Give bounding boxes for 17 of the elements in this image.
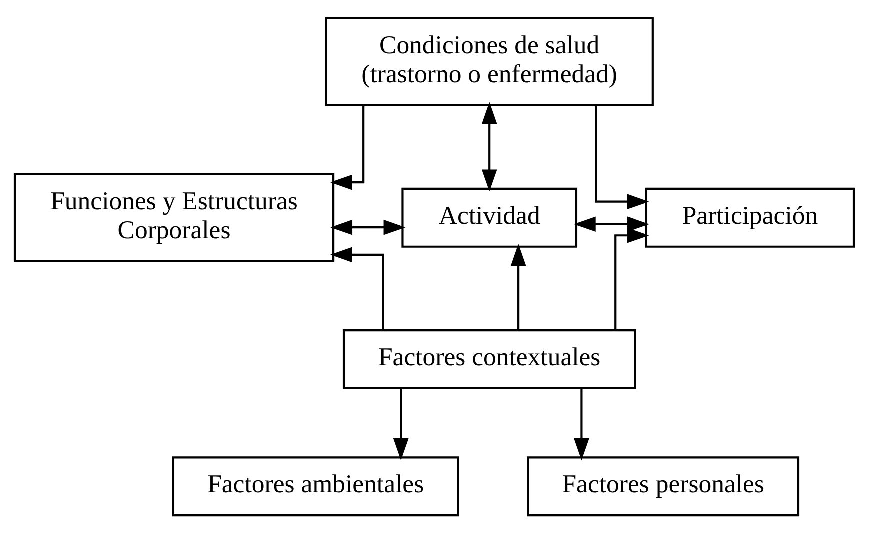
node-box: Factores contextuales (342, 329, 636, 389)
arrow (330, 246, 384, 330)
arrow (574, 216, 650, 232)
arrow (330, 219, 406, 235)
arrow (510, 244, 526, 330)
node-box: Factores ambientales (172, 456, 460, 516)
node-box: Factores personales (527, 456, 800, 516)
arrow (482, 102, 498, 192)
node-box: Participación (645, 187, 856, 248)
arrow (330, 104, 365, 190)
node-box: Condiciones de salud (trastorno o enfermedad) (325, 16, 654, 106)
arrow (393, 388, 409, 460)
node-box: Funciones y Estructuras Corporales (14, 172, 335, 262)
node-box: Actividad (402, 187, 578, 248)
arrow (595, 104, 650, 209)
arrow (614, 227, 650, 330)
arrow (574, 388, 590, 460)
